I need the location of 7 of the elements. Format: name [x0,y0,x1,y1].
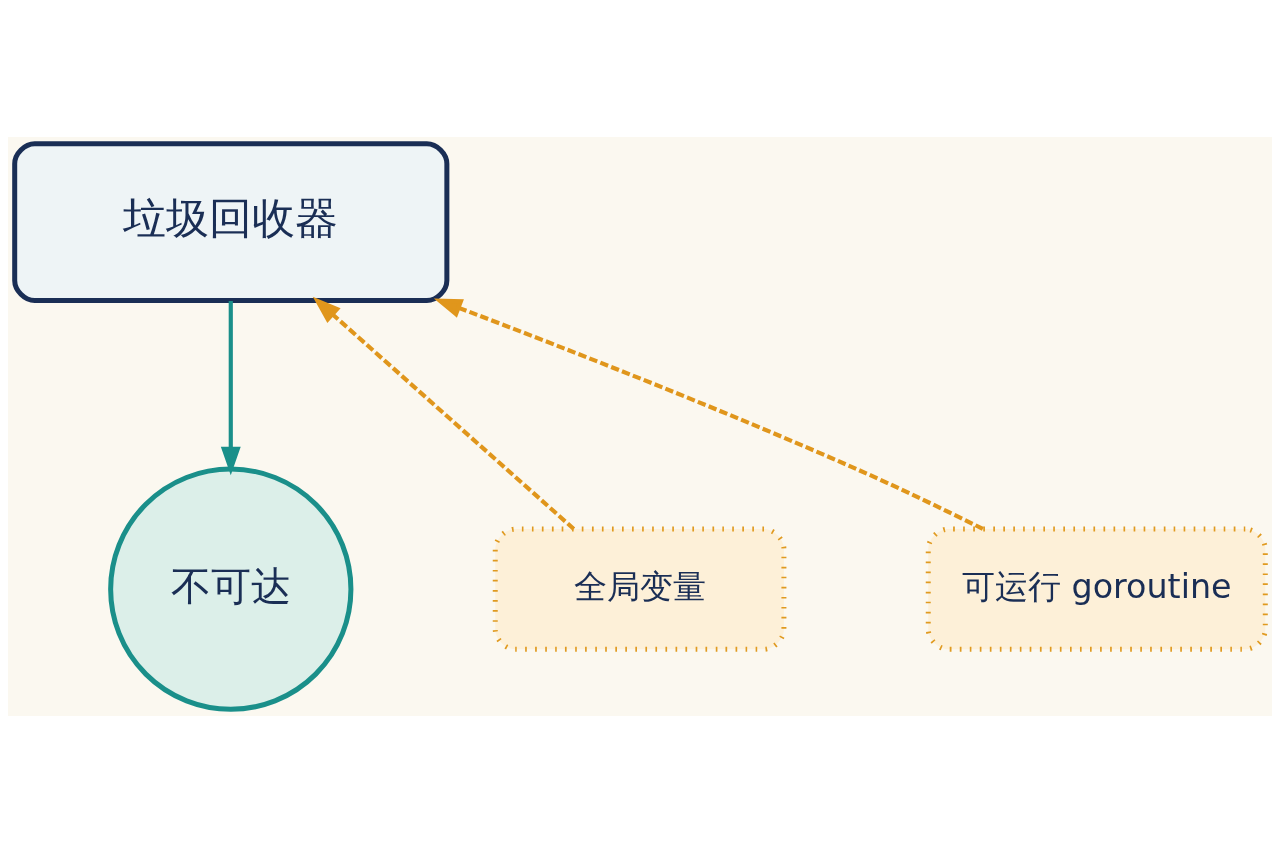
node-box: 全局变量 [492,526,787,652]
arrow [220,300,241,476]
node-box: 垃圾回收器 [12,141,450,304]
node-box: 可运行 goroutine [925,526,1268,652]
arrow [312,296,576,531]
node-circle: 不可达 [108,466,354,712]
arrow [433,298,984,531]
